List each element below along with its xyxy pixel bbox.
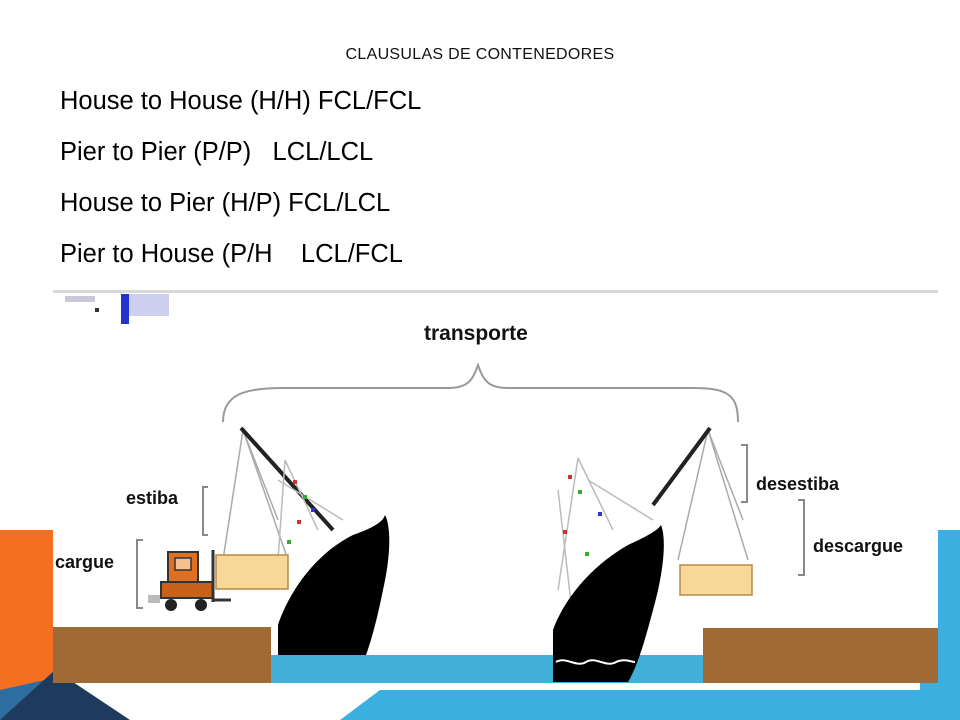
right-crate bbox=[679, 564, 753, 596]
bullet-list: House to House (H/H) FCL/FCL Pier to Pie… bbox=[60, 84, 421, 288]
right-ship bbox=[553, 525, 664, 682]
bullet-house-to-pier: House to Pier (H/P) FCL/LCL bbox=[60, 189, 391, 217]
left-crane bbox=[222, 426, 335, 561]
right-ship-wave bbox=[555, 659, 636, 665]
bullet-house-to-house: House to House (H/H) FCL/FCL bbox=[60, 87, 422, 115]
estiba-bracket bbox=[202, 486, 208, 536]
left-crate bbox=[215, 554, 289, 590]
left-flags bbox=[287, 480, 315, 544]
cargue-bracket bbox=[136, 539, 143, 609]
descargue-bracket bbox=[798, 499, 805, 576]
label-transporte: transporte bbox=[424, 322, 528, 345]
label-descargue: descargue bbox=[813, 536, 903, 556]
label-estiba: estiba bbox=[126, 488, 179, 508]
right-dock bbox=[703, 628, 938, 683]
right-flags bbox=[563, 475, 602, 556]
desestiba-bracket bbox=[741, 444, 748, 503]
left-rigging bbox=[277, 459, 344, 561]
label-desestiba: desestiba bbox=[756, 474, 840, 494]
label-cargue: cargue bbox=[55, 552, 114, 572]
left-dock bbox=[53, 627, 271, 683]
bullet-pier-to-house: Pier to House (P/H LCL/FCL bbox=[60, 240, 403, 268]
bullet-pier-to-pier: Pier to Pier (P/P) LCL/LCL bbox=[60, 138, 374, 166]
forklift-icon bbox=[148, 550, 231, 611]
slide-title: CLAUSULAS DE CONTENEDORES bbox=[345, 46, 615, 63]
left-ship bbox=[278, 515, 390, 682]
transporte-brace bbox=[222, 361, 739, 423]
shipping-diagram: transporte estiba cargue bbox=[53, 290, 938, 683]
diagram-corner-glyph-icon bbox=[65, 294, 169, 324]
right-crane bbox=[651, 426, 749, 561]
